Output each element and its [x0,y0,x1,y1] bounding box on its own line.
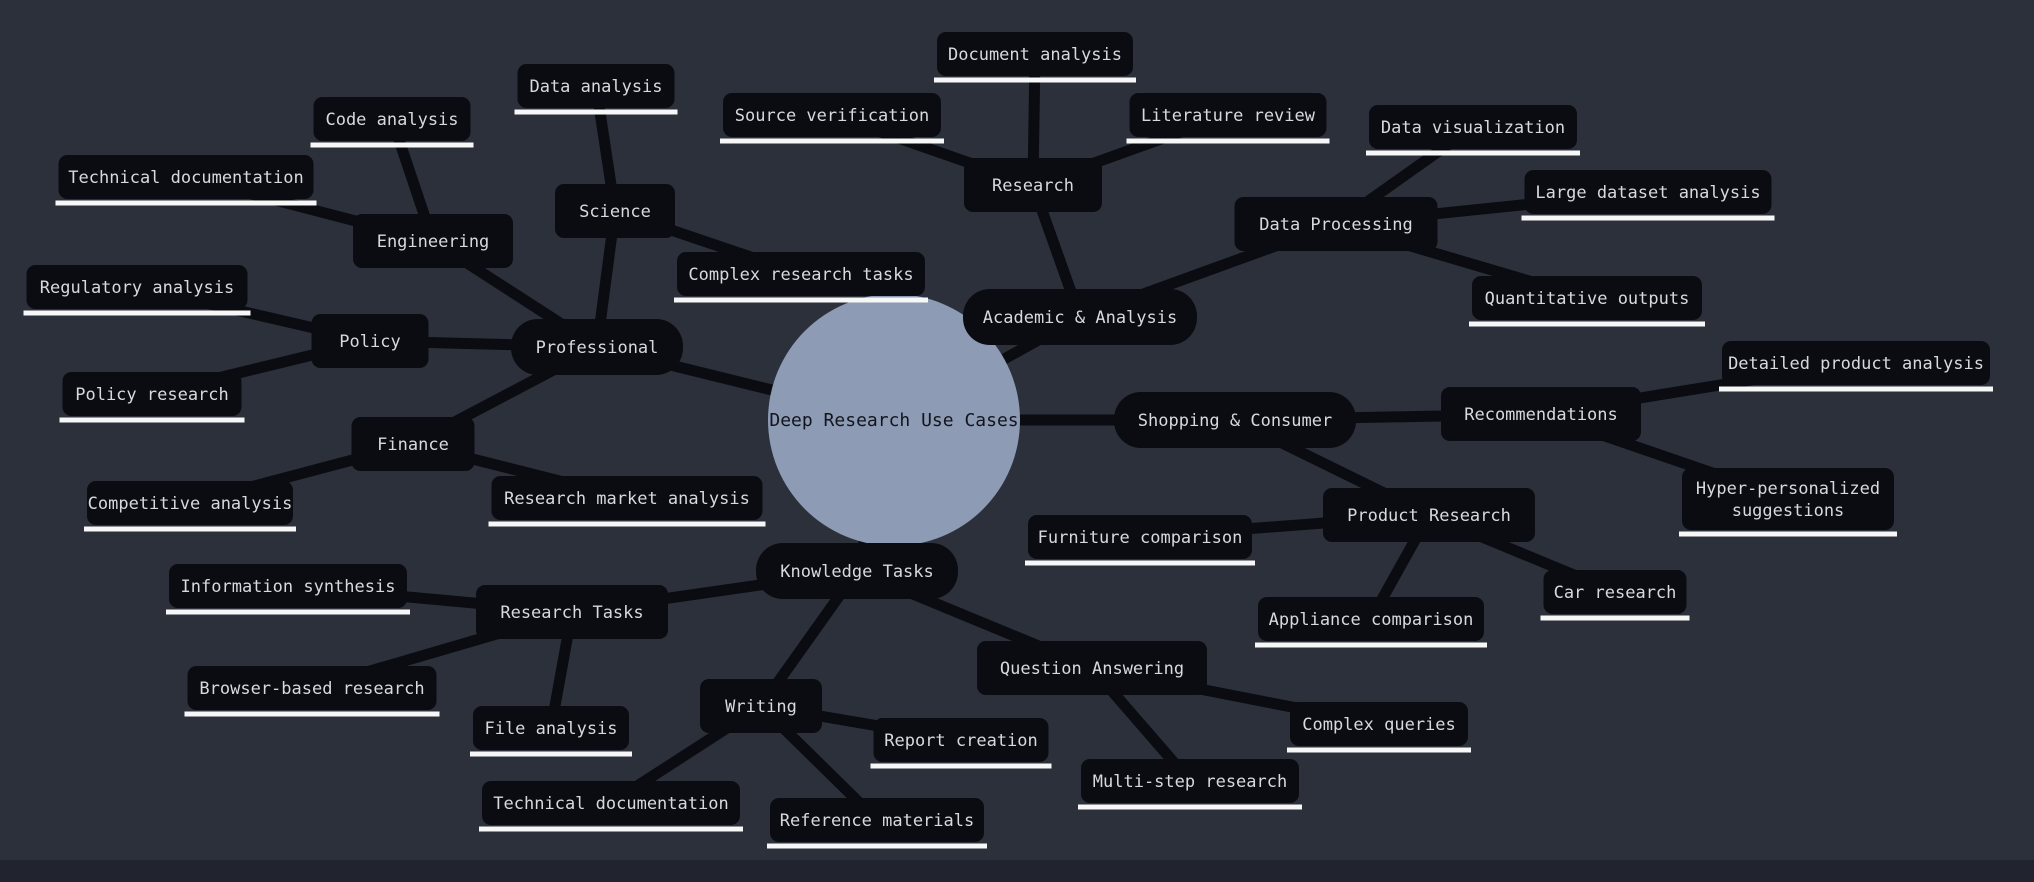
node-box-document[interactable] [937,32,1133,76]
mindmap-node-dataanalysis[interactable]: Data analysis [514,64,678,115]
root-circle[interactable] [768,294,1020,546]
mindmap-node-detailed[interactable]: Detailed product analysis [1719,341,1993,392]
mindmap-node-dataviz[interactable]: Data visualization [1366,105,1580,156]
mindmap-node-shopping[interactable]: Shopping & Consumer [1114,392,1356,448]
mindmap-node-appliance[interactable]: Appliance comparison [1255,597,1487,648]
mindmap-node-engineering[interactable]: Engineering [353,214,513,268]
node-box-multistep[interactable] [1081,759,1299,803]
node-box-largedataset[interactable] [1524,170,1772,214]
node-box-academic[interactable] [963,289,1197,345]
node-box-techdoc2[interactable] [482,781,740,825]
node-box-policy[interactable] [311,314,429,368]
mindmap-node-reference[interactable]: Reference materials [767,798,987,849]
node-box-research[interactable] [964,158,1102,212]
mindmap-node-document[interactable]: Document analysis [934,32,1136,83]
mindmap-node-dataproc[interactable]: Data Processing [1234,197,1438,251]
mindmap-node-recommendations[interactable]: Recommendations [1441,387,1641,441]
mindmap-node-professional[interactable]: Professional [511,319,683,375]
node-box-recommendations[interactable] [1441,387,1641,441]
node-box-complexqueries[interactable] [1290,702,1468,746]
node-box-shopping[interactable] [1114,392,1356,448]
mindmap-node-literature[interactable]: Literature review [1126,93,1330,144]
mindmap-node-quant[interactable]: Quantitative outputs [1469,276,1705,327]
node-box-science[interactable] [555,184,675,238]
mindmap-node-multistep[interactable]: Multi-step research [1078,759,1302,810]
mindmap-node-policy[interactable]: Policy [311,314,429,368]
mindmap-node-regulatory[interactable]: Regulatory analysis [23,265,251,316]
node-box-infosynthesis[interactable] [169,564,407,608]
node-box-browser[interactable] [187,666,437,710]
node-box-appliance[interactable] [1258,597,1484,641]
mindmap-node-largedataset[interactable]: Large dataset analysis [1521,170,1775,221]
node-box-techdoc1[interactable] [58,155,314,199]
node-box-detailed[interactable] [1722,341,1990,385]
mindmap-node-knowledge[interactable]: Knowledge Tasks [756,543,958,599]
node-box-quant[interactable] [1472,276,1702,320]
mindmap-node-competitive[interactable]: Competitive analysis [84,481,296,532]
mindmap-node-infosynthesis[interactable]: Information synthesis [166,564,410,615]
node-box-car[interactable] [1543,570,1687,614]
mindmap-node-finance[interactable]: Finance [351,417,475,471]
node-box-dataanalysis[interactable] [517,64,675,108]
node-box-engineering[interactable] [353,214,513,268]
mindmap-node-policyresearch[interactable]: Policy research [59,372,245,423]
mindmap-node-techdoc1[interactable]: Technical documentation [55,155,317,206]
canvas-bottom-strip [0,860,2034,882]
node-box-literature[interactable] [1129,93,1327,137]
node-box-complextasks[interactable] [677,252,925,296]
mindmap-node-browser[interactable]: Browser-based research [184,666,440,717]
node-box-source[interactable] [723,93,941,137]
mindmap-node-complextasks[interactable]: Complex research tasks [674,252,928,303]
mindmap-node-researchtasks[interactable]: Research Tasks [476,585,668,639]
node-box-regulatory[interactable] [26,265,248,309]
mindmap-node-fileanalysis[interactable]: File analysis [470,706,632,757]
mindmap-node-productresearch[interactable]: Product Research [1323,488,1535,542]
node-box-dataviz[interactable] [1369,105,1577,149]
node-box-professional[interactable] [511,319,683,375]
mindmap-node-writing[interactable]: Writing [700,679,822,733]
mindmap-node-complexqueries[interactable]: Complex queries [1287,702,1471,753]
node-box-hyper[interactable] [1682,468,1894,530]
mindmap-node-science[interactable]: Science [555,184,675,238]
mindmap-node-report[interactable]: Report creation [870,718,1052,769]
node-box-competitive[interactable] [87,481,293,525]
node-box-marketanalysis[interactable] [491,476,763,520]
node-box-policyresearch[interactable] [62,372,242,416]
mindmap-node-source[interactable]: Source verification [720,93,944,144]
node-box-reference[interactable] [770,798,984,842]
mindmap-node-furniture[interactable]: Furniture comparison [1025,515,1255,566]
node-box-fileanalysis[interactable] [473,706,629,750]
node-box-qa[interactable] [977,641,1207,695]
node-box-productresearch[interactable] [1323,488,1535,542]
node-box-knowledge[interactable] [756,543,958,599]
node-box-codeanalysis[interactable] [313,97,471,141]
mindmap-node-research[interactable]: Research [964,158,1102,212]
node-box-furniture[interactable] [1028,515,1252,559]
mindmap-node-academic[interactable]: Academic & Analysis [963,289,1197,345]
node-box-researchtasks[interactable] [476,585,668,639]
node-box-finance[interactable] [351,417,475,471]
mindmap-node-marketanalysis[interactable]: Research market analysis [488,476,766,527]
node-box-writing[interactable] [700,679,822,733]
mindmap-node-car[interactable]: Car research [1540,570,1690,621]
mindmap-node-qa[interactable]: Question Answering [977,641,1207,695]
node-box-report[interactable] [873,718,1049,762]
mindmap-node-techdoc2[interactable]: Technical documentation [479,781,743,832]
mindmap-node-codeanalysis[interactable]: Code analysis [310,97,474,148]
node-box-dataproc[interactable] [1234,197,1438,251]
